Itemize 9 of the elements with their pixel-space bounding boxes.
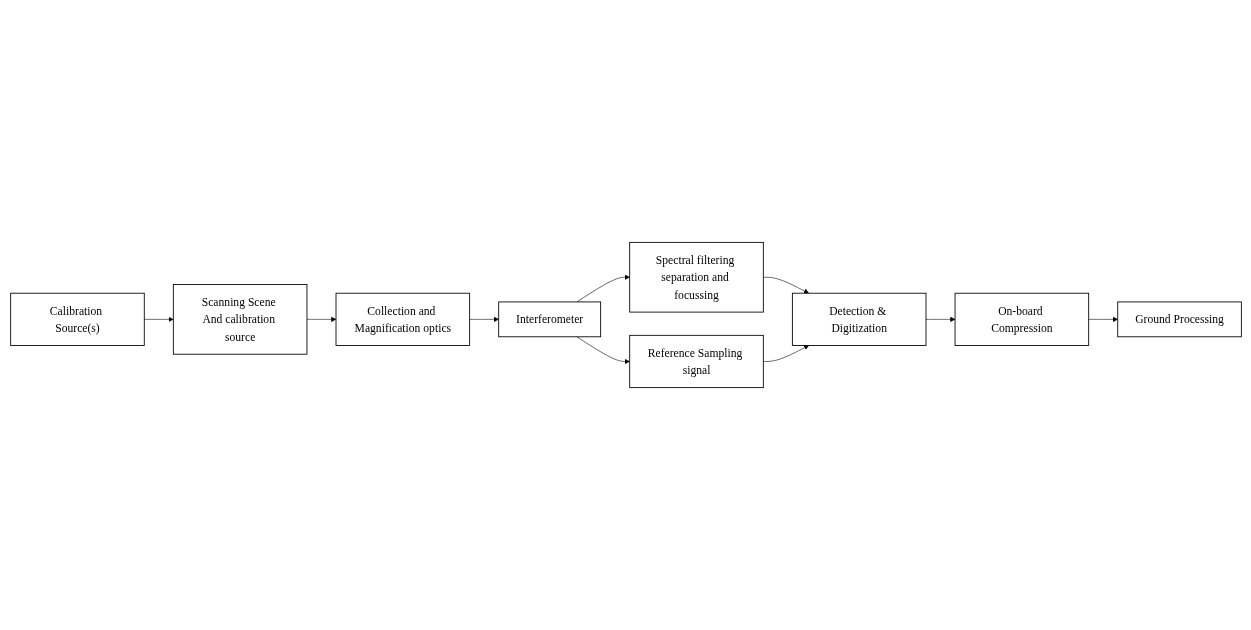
node-box: Collection and Magnification optics: [335, 292, 470, 346]
node-box: Spectral filtering separation and focussing: [628, 241, 764, 313]
node-box: Detection & Digitization: [791, 292, 926, 346]
node-box: On-board Compression: [954, 292, 1089, 346]
node-box: Calibration Source(s): [9, 292, 145, 346]
node-box: Reference Sampling signal: [628, 334, 764, 389]
node-box: Interferometer: [497, 301, 601, 338]
node-box: Ground Processing: [1116, 301, 1242, 338]
node-box: Scanning Scene And calibration source: [172, 284, 307, 355]
